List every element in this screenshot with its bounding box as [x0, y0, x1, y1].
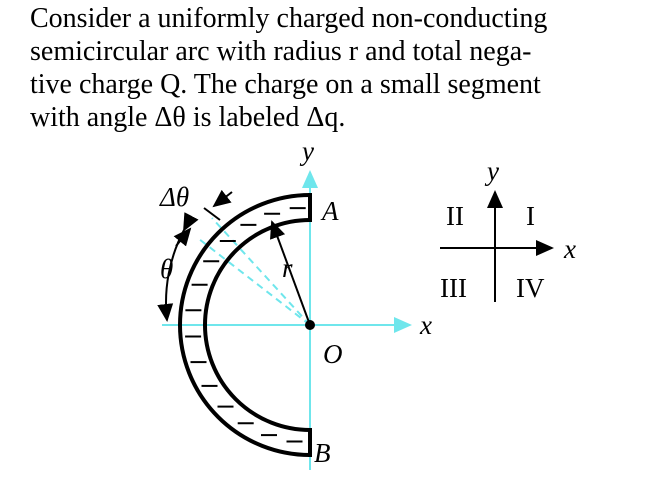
- x-axis-label: x: [419, 310, 432, 340]
- problem-line-1: Consider a uniformly charged non-conduct…: [30, 3, 548, 34]
- key-x-label: x: [563, 234, 576, 264]
- delta-theta-tick: [203, 207, 221, 221]
- endpoint-b-label: B: [314, 438, 331, 468]
- problem-statement: Consider a uniformly charged non-conduct…: [30, 2, 655, 134]
- y-axis-label: y: [299, 136, 314, 166]
- quadrant-2-label: II: [446, 201, 464, 231]
- endpoint-a-label: A: [320, 196, 339, 226]
- problem-line-4: with angle Δθ is labeled Δq.: [30, 102, 346, 133]
- key-y-label: y: [484, 156, 499, 186]
- segment-boundary-1: [211, 217, 311, 326]
- arc-outer: [178, 193, 311, 457]
- delta-theta-label: Δθ: [159, 182, 189, 212]
- delta-theta-arrow-right: [212, 189, 233, 208]
- problem-line-2: semicircular arc with radius r and total…: [30, 36, 532, 67]
- quadrant-3-label: III: [440, 273, 467, 303]
- problem-line-3: tive charge Q. The charge on a small seg…: [30, 69, 541, 100]
- origin-label: O: [323, 339, 343, 369]
- quadrant-4-label: IV: [516, 273, 545, 303]
- arc-inner: [203, 218, 311, 432]
- quadrant-1-label: I: [526, 201, 535, 231]
- radius-label: r: [282, 253, 293, 283]
- origin-dot: [305, 320, 315, 330]
- negative-charge-marks: [185, 207, 306, 443]
- delta-theta-arrow-left: [173, 227, 192, 247]
- theta-label: θ: [160, 254, 173, 284]
- radius-arrow: [270, 220, 311, 326]
